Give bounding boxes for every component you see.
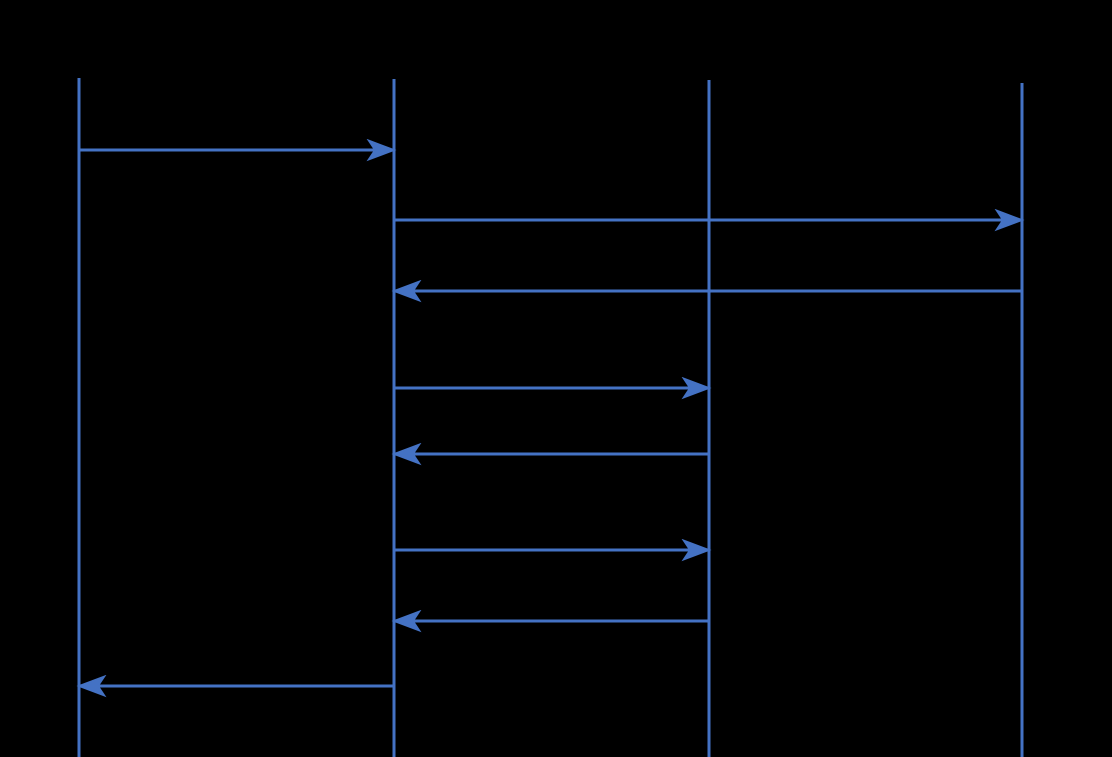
sequence-diagram [76, 78, 1025, 757]
diagram-canvas [76, 78, 1025, 757]
